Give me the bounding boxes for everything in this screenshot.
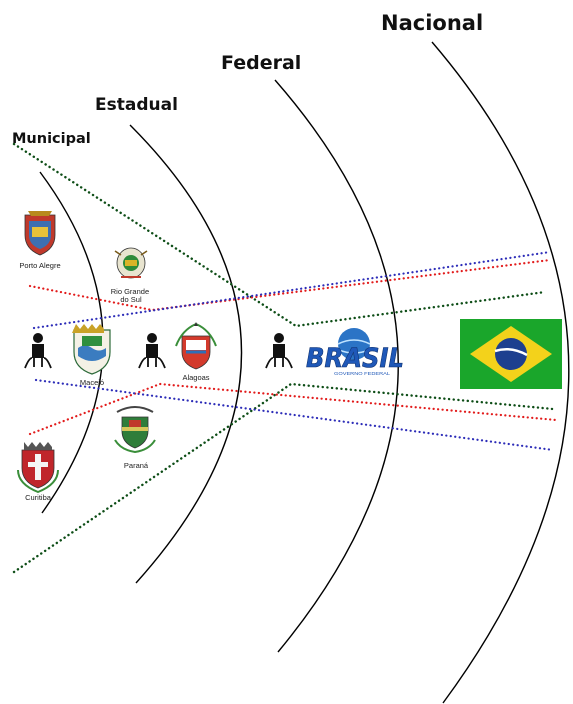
person-icon — [265, 333, 293, 369]
red-dotted-lines — [28, 258, 558, 436]
label-federal: Federal — [221, 52, 301, 74]
blue-dotted-lines — [32, 250, 555, 452]
person-icon — [24, 333, 52, 369]
label-rio-grande-line2: do Sul — [120, 295, 142, 304]
person-icon — [138, 333, 166, 369]
label-municipal: Municipal — [12, 131, 91, 147]
rio-grande-do-sul-coat-of-arms-icon — [114, 247, 148, 279]
brazil-flag-icon — [460, 319, 562, 389]
green-line-lower — [12, 382, 555, 574]
blue-line-lower — [34, 378, 555, 452]
label-estadual: Estadual — [95, 95, 178, 115]
red-line-lower — [28, 382, 558, 436]
green-line-upper — [12, 142, 547, 328]
green-dotted-lines — [12, 142, 555, 574]
brasil-governo-federal-logo: BRASIL GOVERNO FEDERAL — [306, 328, 404, 376]
alagoas-coat-of-arms-icon — [175, 322, 217, 370]
brasil-wordmark: BRASIL — [306, 343, 404, 374]
label-porto-alegre: Porto Alegre — [19, 261, 60, 270]
curitiba-coat-of-arms-icon — [17, 442, 59, 494]
blue-line-upper — [32, 250, 552, 330]
parana-coat-of-arms-icon — [114, 406, 156, 454]
label-maceio: Maceió — [80, 378, 104, 387]
label-parana: Paraná — [124, 461, 149, 470]
label-alagoas: Alagoas — [182, 373, 209, 382]
label-rio-grande-do-sul: Rio Grande do Sul — [111, 287, 151, 304]
porto-alegre-coat-of-arms-icon — [24, 211, 56, 256]
brasil-tagline: GOVERNO FEDERAL — [334, 371, 391, 376]
maceio-coat-of-arms-icon — [72, 324, 111, 375]
arc-nacional — [431, 41, 570, 704]
arc-federal — [274, 79, 399, 653]
label-nacional: Nacional — [381, 11, 483, 35]
arc-estadual — [129, 124, 243, 584]
label-rio-grande-line1: Rio Grande — [111, 287, 149, 296]
red-line-upper — [28, 258, 552, 312]
label-curitiba: Curitiba — [25, 493, 52, 502]
